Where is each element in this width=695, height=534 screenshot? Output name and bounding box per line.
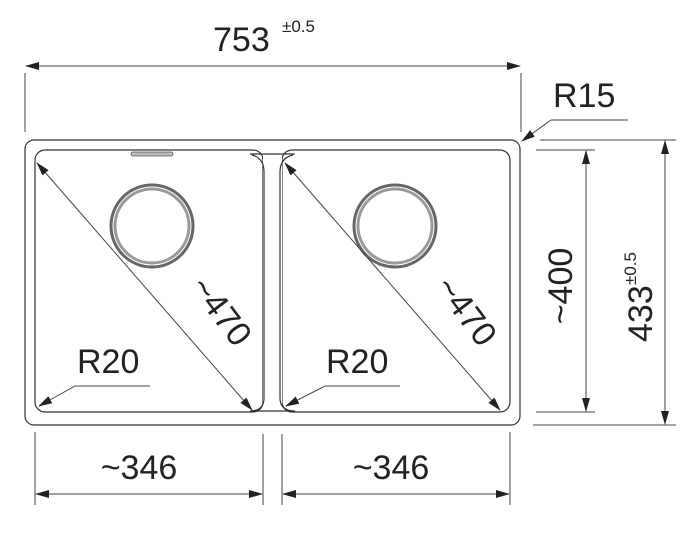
left-diagonal-label: ~470 [183, 269, 259, 353]
bowl-divider [250, 150, 295, 412]
bowl-depth-label: ~400 [542, 248, 580, 325]
overflow-slot [130, 151, 174, 157]
right-bowl-width-label: ~346 [353, 449, 430, 487]
overall-width-label: 753 [213, 21, 270, 59]
left-drain-icon [109, 183, 195, 269]
right-diagonal-label: ~470 [428, 269, 504, 353]
outer-radius-label: R15 [553, 77, 615, 115]
sink-outline [24, 139, 521, 426]
right-radius-leader [285, 385, 400, 407]
left-diagonal-dimension [36, 162, 253, 411]
right-bowl-radius-label: R20 [326, 343, 388, 381]
overall-depth-tolerance: ±0.5 [621, 252, 640, 285]
right-drain-icon [352, 183, 438, 269]
overall-depth-label: 433 [622, 285, 660, 342]
overall-width-tolerance: ±0.5 [282, 17, 315, 36]
left-bowl-radius-label: R20 [77, 343, 139, 381]
left-radius-leader [38, 385, 150, 407]
right-diagonal-dimension [284, 162, 501, 411]
left-bowl-width-label: ~346 [101, 449, 178, 487]
outer-radius-leader [521, 119, 628, 142]
